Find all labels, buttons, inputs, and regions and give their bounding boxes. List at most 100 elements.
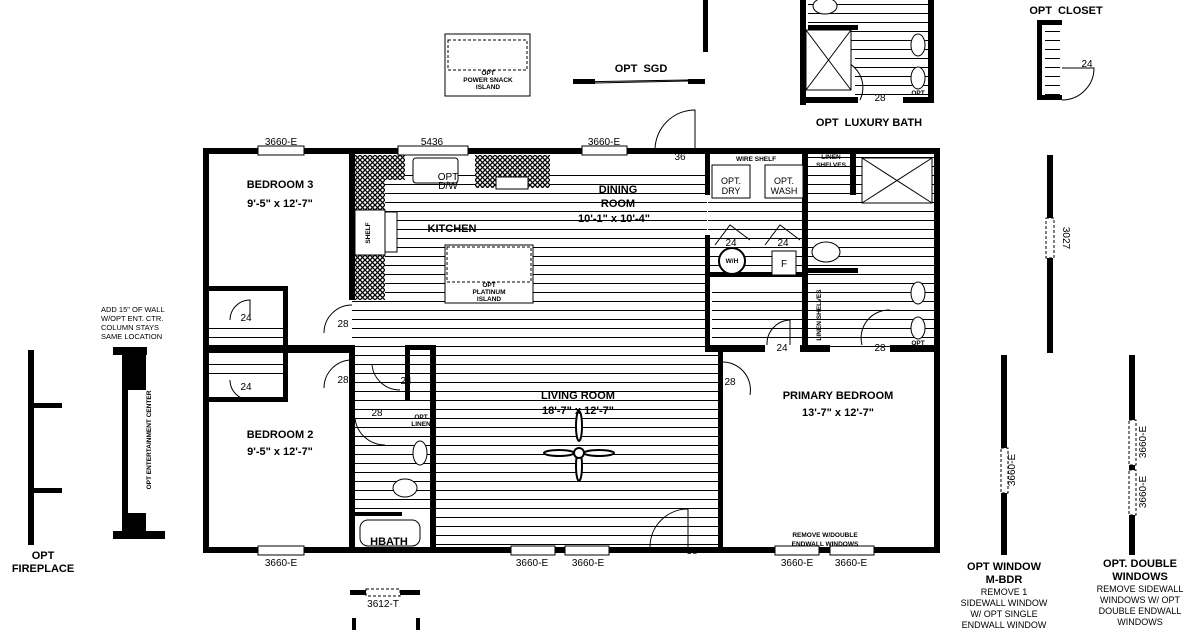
dining-label-1: DINING xyxy=(599,184,638,196)
washer-label: OPT. xyxy=(774,176,794,186)
opt-double-desc: WINDOWS W/ OPT xyxy=(1100,595,1180,605)
island-label: PLATINUM xyxy=(472,289,505,296)
kitchen-label: KITCHEN xyxy=(428,223,477,235)
door-label: 24 xyxy=(240,313,252,324)
bedroom2-size: 9'-5" x 12'-7" xyxy=(247,446,313,458)
dining-label-2: ROOM xyxy=(601,198,635,210)
sink-icon xyxy=(910,316,926,340)
remove-note: ENDWALL WINDOWS xyxy=(792,541,859,548)
bedroom3-label: BEDROOM 3 xyxy=(247,179,314,191)
opt-linen-label: LINEN xyxy=(411,421,431,428)
option-labels: OPT POWER SNACK ISLAND OPT SGD OPT LUXUR… xyxy=(12,5,1184,630)
door-label: 24 xyxy=(400,376,412,387)
door-label: 28 xyxy=(724,377,736,388)
living-size: 18'-7" x 12'-7" xyxy=(542,405,614,417)
living-label: LIVING ROOM xyxy=(541,390,615,402)
opt-window-desc: REMOVE 1 xyxy=(981,587,1028,597)
water-heater-icon xyxy=(718,247,746,275)
opt-double-desc: REMOVE SIDEWALL xyxy=(1097,584,1184,594)
door-labels: 36 38 24 24 28 28 24 28 24 24 24 28 28 2… xyxy=(240,59,1093,557)
ent-note: COLUMN STAYS xyxy=(101,323,159,332)
toilet-icon xyxy=(392,478,418,498)
window-label: 5436 xyxy=(421,137,444,148)
window-label: 3660-E xyxy=(588,137,621,148)
sink-icon xyxy=(910,281,926,305)
door-label: 38 xyxy=(686,546,698,557)
door-label: 24 xyxy=(1081,59,1093,70)
opt-closet-label: OPT CLOSET xyxy=(1029,5,1103,17)
furnace-label: F xyxy=(781,259,787,270)
opt-dw-label: OPT xyxy=(438,172,459,183)
opt-double-title: OPT. DOUBLE xyxy=(1103,558,1177,570)
remove-note: REMOVE W/DOUBLE xyxy=(792,532,858,539)
opt-dw-label-2: D/W xyxy=(438,181,458,192)
kitchen-counters xyxy=(354,155,550,304)
opt-window-desc: SIDEWALL WINDOW xyxy=(961,598,1048,608)
door-label: 24 xyxy=(240,382,252,393)
window-label: 3660-E xyxy=(572,558,605,569)
door-label: 36 xyxy=(674,152,686,163)
bedroom2-label: BEDROOM 2 xyxy=(247,429,314,441)
opt-sink-label: OPT xyxy=(911,340,924,347)
room-labels: BEDROOM 3 9'-5" x 12'-7" BEDROOM 2 9'-5"… xyxy=(247,179,894,548)
opt-window-desc: ENDWALL WINDOW xyxy=(962,620,1047,630)
opt-fireplace-label: FIREPLACE xyxy=(12,563,74,575)
window-label: 3660-E xyxy=(265,558,298,569)
door-label: 28 xyxy=(371,408,383,419)
dining-size: 10'-1" x 10'-4" xyxy=(578,213,650,225)
fixture-labels: SHELF OPT D/W OPT PLATINUM ISLAND WIRE S… xyxy=(365,154,925,548)
window-label: 3660-E xyxy=(265,137,298,148)
dryer-label: DRY xyxy=(722,186,741,196)
door-label: 24 xyxy=(776,343,788,354)
window-label: 3660-E xyxy=(1138,426,1149,459)
door-label: 28 xyxy=(874,343,886,354)
door-label: 28 xyxy=(874,93,886,104)
linen-shelves-label: LINEN SHELVES xyxy=(816,289,823,341)
ceiling-fan-icon xyxy=(543,410,615,482)
ent-note: ADD 15" OF WALL xyxy=(101,305,165,314)
window-label: 3612-T xyxy=(367,599,399,610)
opt-fireplace-label: OPT xyxy=(32,550,55,562)
opt-sgd-label: OPT SGD xyxy=(615,63,668,75)
opt-double-desc: WINDOWS xyxy=(1117,617,1163,627)
door-label: 24 xyxy=(725,238,737,249)
dryer-label: OPT. xyxy=(721,176,741,186)
bedroom3-size: 9'-5" x 12'-7" xyxy=(247,198,313,210)
hbath-label: HBATH xyxy=(370,536,408,548)
island-label: ISLAND xyxy=(477,296,502,303)
sink-icon xyxy=(412,440,428,466)
fixtures xyxy=(359,0,933,547)
opt-luxury-bath-label: OPT LUXURY BATH xyxy=(816,117,922,129)
window-label: 3660-E xyxy=(1007,454,1018,487)
door-label: 28 xyxy=(337,319,349,330)
opt-window-desc: W/ OPT SINGLE xyxy=(970,609,1037,619)
island-label: OPT xyxy=(482,282,495,289)
window-label: 3660-E xyxy=(1138,476,1149,509)
ent-center-label: OPT ENTERTAINMENT CENTER xyxy=(146,390,153,489)
ent-note: SAME LOCATION xyxy=(101,332,162,341)
window-label: 3027 xyxy=(1060,227,1071,250)
primary-size: 13'-7" x 12'-7" xyxy=(802,407,874,419)
sink-icon xyxy=(910,66,926,90)
windows xyxy=(257,80,1137,597)
power-snack-label: POWER SNACK xyxy=(463,77,513,84)
opt-sink-label: OPT xyxy=(911,90,924,97)
window-label: 3660-E xyxy=(781,558,814,569)
bathtub-icon xyxy=(359,519,421,547)
wire-shelf-label: WIRE SHELF xyxy=(736,156,776,163)
window-label: 3660-E xyxy=(516,558,549,569)
opt-window-title: OPT WINDOW xyxy=(967,561,1042,573)
opt-window-title: M-BDR xyxy=(986,574,1023,586)
window-label: 3660-E xyxy=(835,558,868,569)
toilet-icon xyxy=(811,241,841,263)
ent-note: W/OPT ENT. CTR. xyxy=(101,314,163,323)
power-snack-label: OPT xyxy=(481,70,494,77)
water-heater-label: W/H xyxy=(726,258,739,265)
toilet-icon xyxy=(812,0,838,15)
linen-label: SHELVES xyxy=(816,162,847,169)
opt-double-title: WINDOWS xyxy=(1112,571,1168,583)
furnace-icon xyxy=(771,250,797,276)
washer-label: WASH xyxy=(771,186,798,196)
opt-double-desc: DOUBLE ENDWALL xyxy=(1099,606,1182,616)
